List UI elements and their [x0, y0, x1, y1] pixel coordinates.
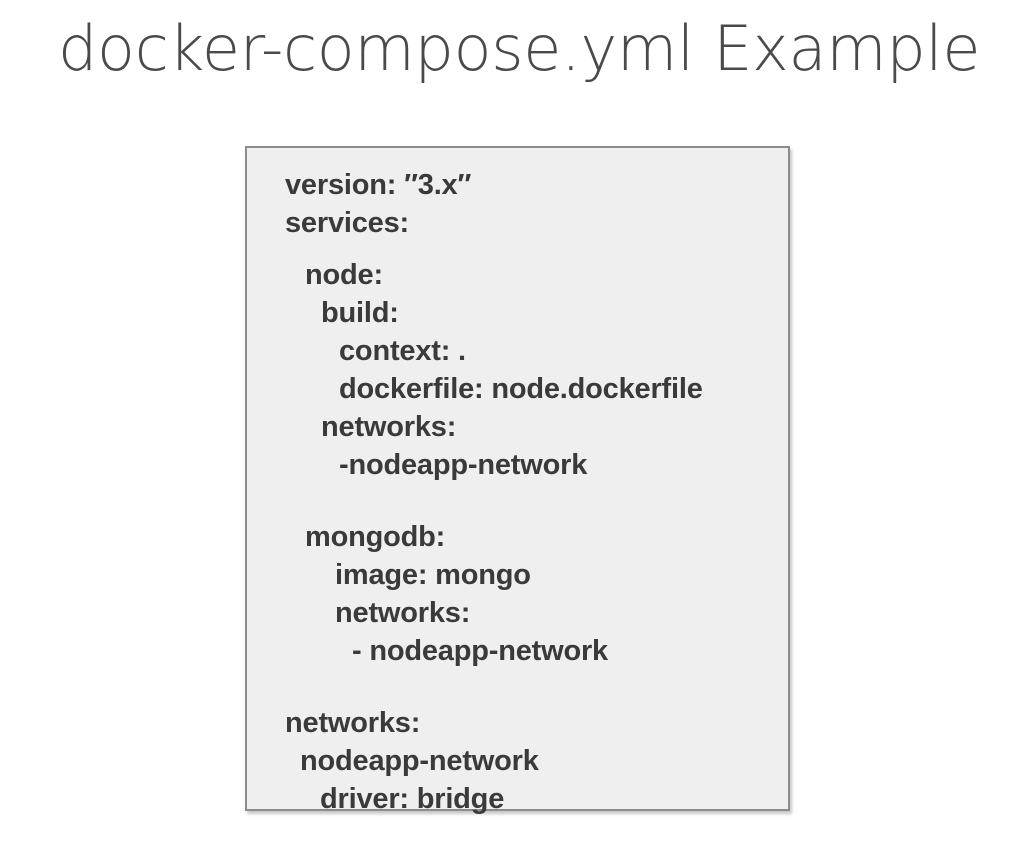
code-line: networks:	[285, 707, 421, 739]
code-line: context: .	[339, 335, 466, 367]
code-line: image: mongo	[335, 559, 531, 591]
code-line: nodeapp-network	[300, 745, 539, 777]
code-line: -nodeapp-network	[339, 449, 588, 481]
code-line: driver: bridge	[320, 783, 505, 815]
code-line: mongodb:	[305, 521, 446, 553]
code-blank-line	[247, 670, 788, 704]
code-blank-line	[247, 242, 788, 256]
code-line: build:	[321, 297, 399, 329]
code-block-card: version: ″3.x″ services: node: build: co…	[245, 146, 790, 815]
code-line: dockerfile: node.dockerfile	[339, 373, 703, 405]
code-line: services:	[285, 207, 409, 239]
code-line: networks:	[335, 597, 471, 629]
code-blank-line	[247, 484, 788, 518]
code-line: - nodeapp-network	[352, 635, 608, 667]
code-listing: version: ″3.x″ services: node: build: co…	[247, 148, 788, 818]
page-title: docker-compose.yml Example	[58, 12, 981, 85]
code-line: networks:	[321, 411, 457, 443]
code-line: node:	[305, 259, 383, 291]
code-line: version: ″3.x″	[285, 169, 472, 201]
